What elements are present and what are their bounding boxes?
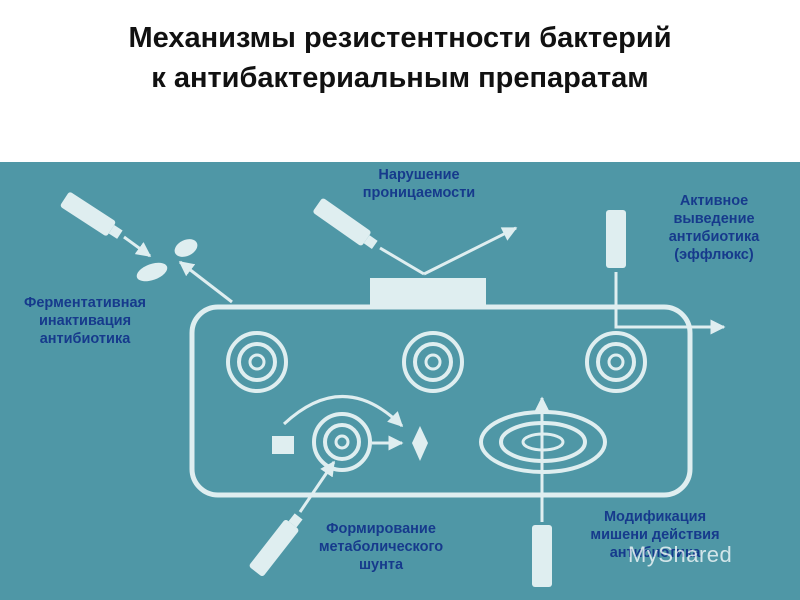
label-enzymatic-line-3: антибиотика	[39, 331, 131, 347]
antibiotic-capsule-target	[532, 525, 552, 587]
arrow-shunt-bypass	[282, 395, 404, 428]
label-enzymatic-line-2: инактивация	[38, 313, 132, 329]
label-target-line-3: антибиотика	[609, 545, 701, 561]
target-ring-right	[585, 331, 647, 393]
label-efflux: Активное выведение антибиотика (эффлюкс)	[650, 192, 778, 264]
target-ring-center	[402, 331, 464, 393]
arrow-enzymatic-out	[178, 260, 233, 304]
label-shunt-line-3: шунта	[358, 557, 404, 573]
target-ring-left	[226, 331, 288, 393]
shunt-product	[412, 426, 428, 461]
title-line-1: Механизмы резистентности бактерий	[128, 22, 672, 54]
shunt-substrate	[272, 436, 294, 454]
page-title: Механизмы резистентности бактерий к анти…	[0, 18, 800, 98]
arrow-permeability-out	[423, 226, 518, 276]
title-line-2: к антибактериальным препаратам	[151, 62, 649, 94]
arrow-shunt-in	[298, 460, 336, 513]
fragment-1	[174, 239, 198, 257]
label-efflux-line-3: антибиотика	[668, 229, 760, 245]
membrane-porin	[370, 278, 486, 309]
label-permeability: Нарушение проницаемости	[352, 166, 486, 202]
label-shunt-line-1: Формирование	[326, 521, 436, 537]
watermark: MyShared	[628, 542, 733, 567]
label-enzymatic: Ферментативная инактивация антибиотика	[4, 294, 166, 348]
label-efflux-line-2: выведение	[673, 211, 755, 227]
antibiotic-capsule-shunt	[249, 513, 303, 576]
label-permeability-line-1: Нарушение	[378, 167, 460, 183]
arrow-enzymatic-in	[123, 235, 152, 258]
label-efflux-line-4: (эффлюкс)	[674, 247, 754, 263]
label-shunt: Формирование метаболического шунта	[300, 520, 462, 574]
label-enzymatic-line-1: Ферментативная	[23, 295, 147, 311]
label-target-line-1: Модификация	[603, 509, 707, 525]
target-ring-shunt	[312, 412, 372, 472]
label-target-modification: Модификация мишени действия антибиотика	[574, 508, 736, 562]
antibiotic-capsule-permeability	[313, 198, 378, 250]
label-permeability-line-2: проницаемости	[362, 185, 476, 201]
label-efflux-line-1: Активное	[679, 193, 749, 209]
arrow-permeability-in	[379, 246, 425, 276]
diagram-panel	[0, 162, 800, 600]
arrow-efflux	[614, 272, 726, 335]
fragment-2	[136, 262, 168, 282]
label-target-line-2: мишени действия	[590, 527, 720, 543]
antibiotic-capsule-efflux	[606, 210, 626, 268]
antibiotic-capsule-enzymatic	[60, 192, 123, 239]
label-shunt-line-2: метаболического	[318, 539, 444, 555]
